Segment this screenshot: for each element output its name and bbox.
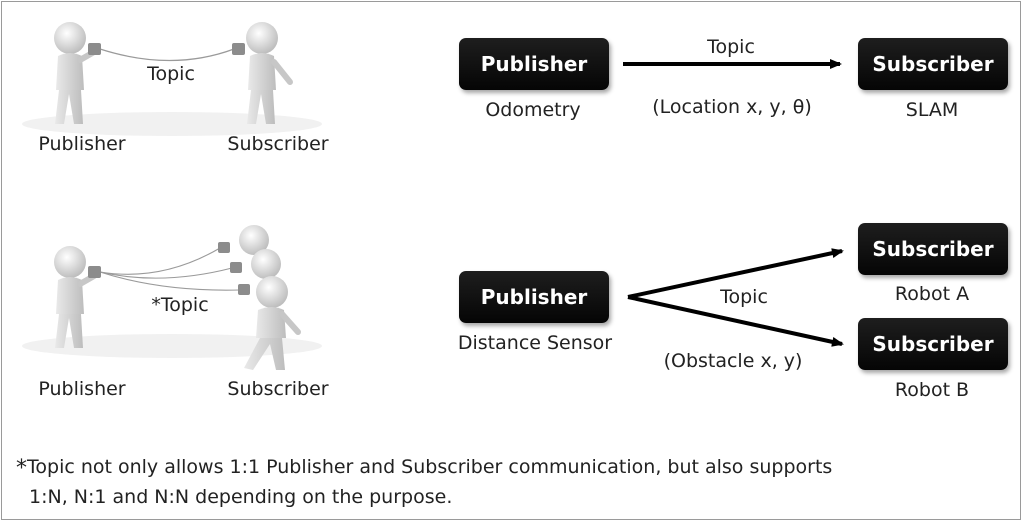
illustration-top-publisher-label: Publisher [38, 133, 126, 155]
message-label-location: (Location x, y, θ) [652, 96, 812, 118]
publisher-figure [54, 22, 101, 124]
subscriber-caption-slam: SLAM [905, 99, 959, 121]
subscriber-caption-robot-b: Robot B [894, 379, 970, 401]
subscriber-box-slam: Subscriber [858, 38, 1008, 90]
publisher-figure [54, 246, 101, 348]
publisher-caption-distance-sensor: Distance Sensor [457, 332, 613, 354]
topic-arrow-to-robot-b [627, 295, 844, 347]
topic-label-top: Topic [707, 36, 755, 58]
footnote-line-1: *Topic not only allows 1:1 Publisher and… [16, 453, 832, 483]
illustration-bottom-topic-label: *Topic [151, 294, 209, 316]
subscriber-figures-group [218, 225, 301, 370]
tin-can-phone-illustration-one-to-one [22, 22, 322, 136]
subscriber-box-robot-a: Subscriber [858, 223, 1008, 275]
topic-arrow-to-robot-a [627, 248, 844, 299]
subscriber-caption-robot-a: Robot A [894, 283, 970, 305]
footnote-line-2: 1:N, N:1 and N:N depending on the purpos… [29, 486, 453, 508]
publisher-caption-odometry: Odometry [485, 99, 581, 121]
illustration-bottom-publisher-label: Publisher [38, 378, 126, 400]
footnote-line-1-text: Topic not only allows 1:1 Publisher and … [27, 456, 833, 478]
illustration-top-subscriber-label: Subscriber [227, 133, 329, 155]
subscriber-box-robot-b: Subscriber [858, 318, 1008, 370]
illustration-top-topic-label: Topic [147, 63, 195, 85]
message-label-obstacle: (Obstacle x, y) [663, 350, 803, 372]
publisher-box-odometry: Publisher [459, 38, 609, 90]
footnote-asterisk: * [16, 456, 27, 481]
footnote: *Topic not only allows 1:1 Publisher and… [16, 453, 832, 511]
subscriber-figure [232, 22, 293, 124]
topic-label-bottom: Topic [720, 286, 768, 308]
illustration-bottom-subscriber-label: Subscriber [227, 378, 329, 400]
tin-can-phone-illustration-one-to-many [22, 225, 322, 370]
publisher-box-distance-sensor: Publisher [459, 271, 609, 323]
